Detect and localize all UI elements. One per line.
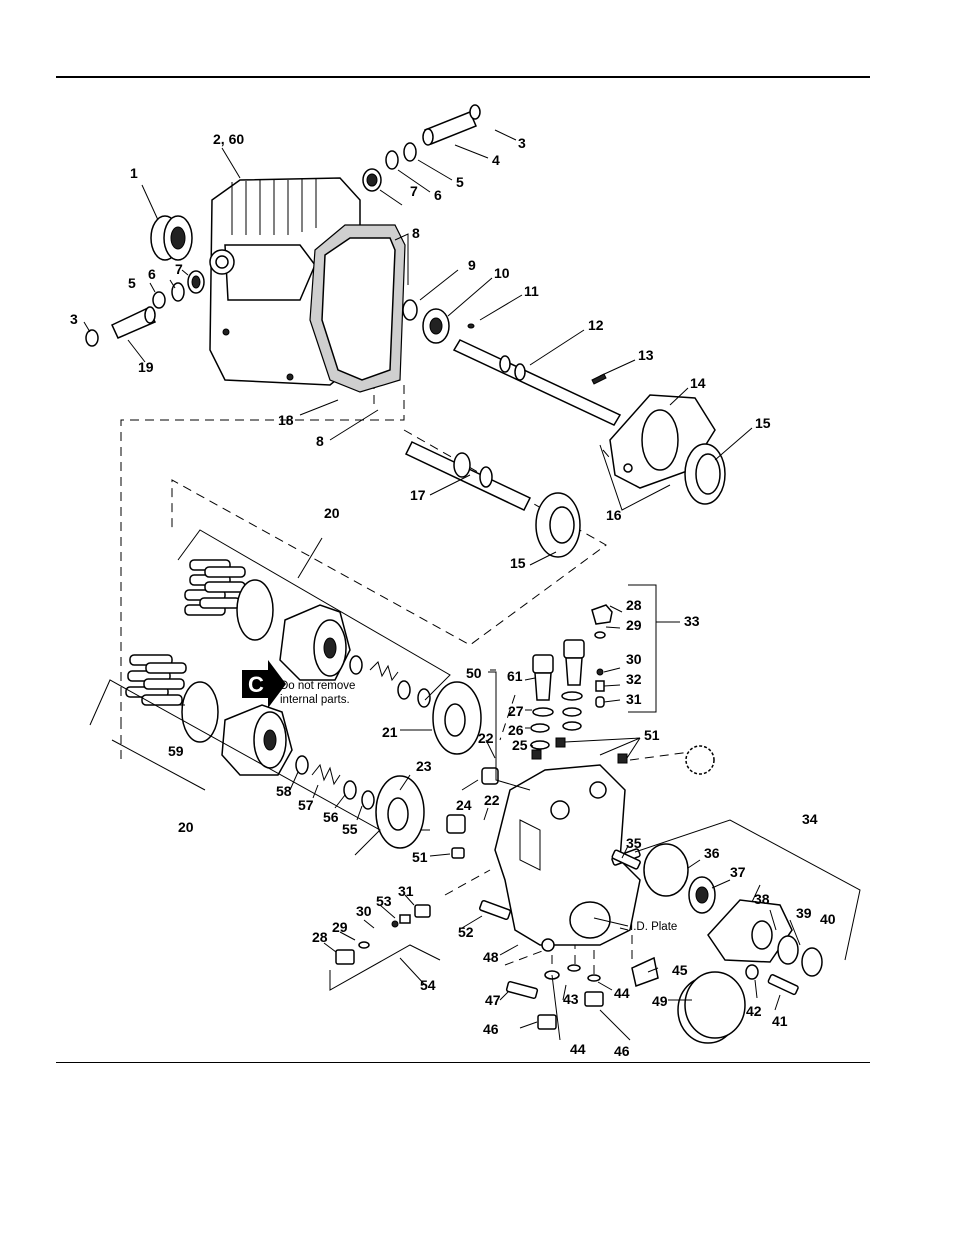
charge-pump-group [611,844,822,976]
part-number-label: 10 [494,265,510,281]
swash-plate-upper [433,682,481,754]
part-number-label: 45 [672,962,688,978]
part-number-label: 25 [512,737,528,753]
part-number-label: 58 [276,783,292,799]
part-number-label: 5 [128,275,136,291]
part-number-label: 22 [478,730,494,746]
part-number-label: 28 [626,597,642,613]
part-number-label: 52 [458,924,474,940]
part-number-label: 46 [614,1043,630,1059]
part-number-label: 13 [638,347,654,363]
part-number-label: 29 [626,617,642,633]
part-number-label: 21 [382,724,398,740]
check-valve-right [562,640,584,730]
part-number-label: 22 [484,792,500,808]
part-number-label: 30 [356,903,372,919]
part-number-label: 8 [412,225,420,241]
part-number-label: 28 [312,929,328,945]
relief-valve-54 [336,905,430,964]
part-number-label: 59 [168,743,184,759]
part-number-label: 6 [148,266,156,282]
part-number-label: 5 [456,174,464,190]
part-number-label: 39 [796,905,812,921]
part-number-label: 48 [483,949,499,965]
part-number-label: 24 [456,797,472,813]
bearing [151,216,192,260]
part-number-label: 19 [138,359,154,375]
thrust-washer-left [536,493,580,557]
part-number-label: 51 [412,849,428,865]
part-number-label: 54 [420,977,436,993]
part-number-label: 29 [332,919,348,935]
part-number-label: 20 [178,819,194,835]
part-number-label: 1 [130,165,138,181]
part-number-label: 15 [755,415,771,431]
part-number-label: 47 [485,992,501,1008]
shaft-key [592,374,606,384]
part-number-label: 42 [746,1003,762,1019]
part-number-label: 49 [652,993,668,1009]
part-number-label: 4 [492,152,500,168]
part-number-label: 27 [508,703,524,719]
part-number-label: 3 [70,311,78,327]
part-number-label: 43 [563,991,579,1007]
part-number-label: 18 [278,412,294,428]
relief-valve-group [592,605,612,707]
callout-badge-letter: C [248,672,264,697]
part-number-label: 61 [507,668,523,684]
part-number-label: 34 [802,811,818,827]
part-number-label: 36 [704,845,720,861]
part-number-label: 50 [466,665,482,681]
check-valve-left [531,655,553,749]
part-number-label: 20 [324,505,340,521]
part-number-label: 31 [626,691,642,707]
part-number-label: 53 [376,893,392,909]
part-number-label: 11 [524,283,539,299]
part-number-label: 14 [690,375,706,391]
part-number-label: 9 [468,257,476,273]
swash-plate-lower [376,776,424,848]
part-number-label: 35 [626,835,642,851]
part-number-label: 37 [730,864,746,880]
part-number-label: 31 [398,883,414,899]
part-number-label: 55 [342,821,358,837]
part-number-label: 57 [298,797,314,813]
part-number-label: 46 [483,1021,499,1037]
thrust-washer-right [685,444,725,504]
id-plate-label: I.D. Plate [630,921,677,933]
part-number-label: 32 [626,671,642,687]
callout-note-line2: internal parts. [280,694,350,706]
part-number-label: 6 [434,187,442,203]
part-number-label: 30 [626,651,642,667]
part-number-label: 8 [316,433,324,449]
part-number-label: 15 [510,555,526,571]
part-number-label: 40 [820,911,836,927]
part-number-label: 3 [518,135,526,151]
part-number-label: 56 [323,809,339,825]
part-number-label: 44 [614,985,630,1001]
part-number-label: 33 [684,613,700,629]
part-number-label: 44 [570,1041,586,1057]
part-number-label: 7 [410,183,418,199]
part-number-label: 7 [175,261,183,277]
input-bearing-group [403,300,474,343]
part-number-label: 38 [754,891,770,907]
part-number-label: 12 [588,317,604,333]
part-number-label: 16 [606,507,622,523]
part-number-label: 26 [508,722,524,738]
callout-note-line1: Do not remove [280,680,355,692]
trunnion-shaft-left [86,307,155,346]
part-number-label: 23 [416,758,432,774]
part-number-label: 2, 60 [213,131,244,147]
part-number-label: 41 [772,1013,788,1029]
part-number-label: 17 [410,487,426,503]
part-number-label: 51 [644,727,660,743]
